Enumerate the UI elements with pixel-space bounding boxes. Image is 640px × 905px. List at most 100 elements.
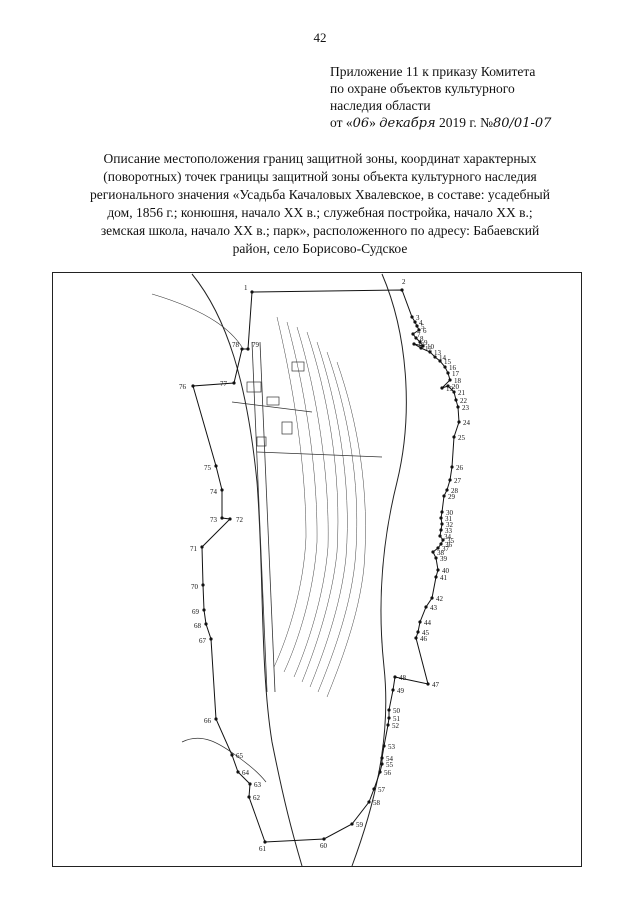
boundary-point-label-31: 31 [445,515,453,523]
boundary-point-61 [263,840,267,844]
boundary-point-23 [456,405,460,409]
boundary-point-57 [372,787,376,791]
boundary-point-label-6: 6 [423,327,427,335]
boundary-point-40 [436,568,440,572]
boundary-point-label-54: 54 [386,755,394,763]
boundary-point-22 [454,398,458,402]
boundary-point-24 [457,420,461,424]
boundary-point-label-71: 71 [190,545,198,553]
boundary-point-7 [411,332,415,336]
boundary-point-16 [443,365,447,369]
boundary-point-label-9: 9 [424,339,428,347]
boundary-point-53 [382,744,386,748]
boundary-point-38 [431,550,435,554]
boundary-point-42 [430,596,434,600]
boundary-point-28 [445,488,449,492]
boundary-point-label-29: 29 [448,493,456,501]
boundary-point-13 [428,350,432,354]
date-mid: » [369,115,380,130]
boundary-point-1 [250,290,254,294]
boundary-point-label-70: 70 [191,583,199,591]
boundary-point-label-63: 63 [254,781,262,789]
title-line-6: район, село Борисово-Судское [232,241,408,256]
boundary-point-label-68: 68 [194,622,202,630]
boundary-point-label-36: 36 [445,541,453,549]
boundary-point-17 [446,371,450,375]
boundary-point-label-25: 25 [458,434,466,442]
boundary-point-72 [228,517,232,521]
boundary-point-label-69: 69 [192,608,200,616]
boundary-point-29 [442,494,446,498]
title-line-3: регионального значения «Усадьба Качаловы… [90,187,550,202]
boundary-point-label-12: 12 [425,345,433,353]
roads [231,341,383,693]
boundary-point-label-38: 38 [437,549,445,557]
boundary-point-label-42: 42 [436,595,444,603]
boundary-point-55 [380,762,384,766]
page-number: 42 [313,30,327,45]
boundary-point-label-62: 62 [253,794,261,802]
boundary-point-9 [418,340,422,344]
boundary-point-21 [452,390,456,394]
boundary-point-41 [434,575,438,579]
boundary-point-73 [220,516,224,520]
boundary-point-8 [414,336,418,340]
boundary-point-label-20: 20 [452,383,460,391]
boundary-point-label-23: 23 [462,404,470,412]
boundary-point-label-48: 48 [399,674,407,682]
boundary-point-56 [378,770,382,774]
appendix-date-line: от «06» декабря 2019 г. №80/01-07 [330,114,610,132]
boundary-point-34 [438,534,442,538]
boundary-point-19 [440,386,444,390]
boundary-point-label-21: 21 [458,389,466,397]
date-day: 06 [352,116,370,131]
boundary-point-label-4: 4 [419,319,423,327]
boundary-point-75 [214,464,218,468]
boundary-point-label-15: 15 [444,358,452,366]
boundary-point-label-34: 34 [444,533,452,541]
boundary-point-label-8: 8 [420,335,424,343]
boundary-point-27 [448,478,452,482]
boundary-point-label-78: 78 [232,341,240,349]
boundary-point-label-79: 79 [252,341,260,349]
boundary-point-65 [230,753,234,757]
boundary-point-74 [220,488,224,492]
boundary-point-label-13: 13 [434,349,442,357]
boundary-point-label-39: 39 [440,555,448,563]
boundary-point-label-56: 56 [384,769,392,777]
boundary-point-label-7: 7 [417,331,421,339]
boundary-point-6 [417,328,421,332]
boundary-point-label-44: 44 [424,619,432,627]
boundary-point-63 [248,782,252,786]
title-line-5: земская школа, начало XX в.; парк», расп… [100,223,540,238]
boundary-point-76 [191,384,195,388]
document-title: Описание местоположения границ защитной … [55,150,585,258]
boundary-point-37 [436,546,440,550]
boundary-point-label-50: 50 [393,707,401,715]
appendix-line-1: Приложение 11 к приказу Комитета [330,64,536,79]
boundary-point-label-22: 22 [460,397,468,405]
boundary-point-label-74: 74 [210,488,218,496]
boundary-point-label-24: 24 [463,419,471,427]
boundary-point-66 [214,717,218,721]
boundary-point-67 [209,637,213,641]
boundary-point-label-40: 40 [442,567,450,575]
boundary-point-10 [421,344,425,348]
boundary-point-label-30: 30 [446,509,454,517]
boundary-point-45 [416,630,420,634]
boundary-point-label-10: 10 [427,343,435,351]
boundary-point-label-52: 52 [392,722,400,730]
boundary-point-33 [439,528,443,532]
boundary-point-label-49: 49 [397,687,405,695]
boundary-point-label-65: 65 [236,752,244,760]
boundary-point-label-77: 77 [220,380,228,388]
boundary-point-label-11: 11 [418,341,425,349]
date-year: 2019 г. № [435,115,493,130]
boundary-point-label-33: 33 [445,527,453,535]
boundary-point-label-5: 5 [421,323,425,331]
boundary-point-label-18: 18 [454,377,462,385]
appendix-line-2: по охране объектов культурного [330,81,515,96]
boundary-point-label-45: 45 [422,629,430,637]
